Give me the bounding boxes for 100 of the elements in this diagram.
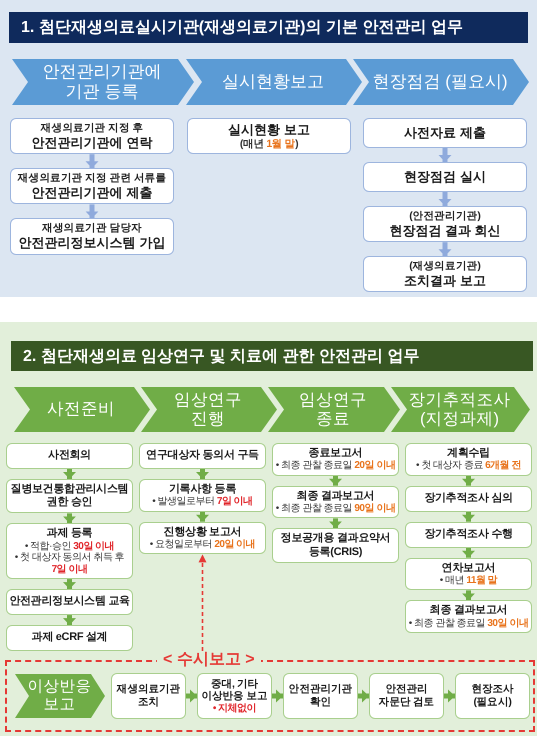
- arrow: [196, 512, 209, 522]
- step-box: [405, 558, 532, 590]
- step-box: [10, 118, 174, 154]
- section-header: 1. 첨단재생의료실시기관(재생의료기관)의 기본 안전관리 업무: [9, 12, 528, 43]
- step-box: [363, 118, 527, 148]
- step-box: [363, 256, 527, 292]
- step-title: 과제 등록: [46, 527, 92, 541]
- step-note: (매년 1월 말): [240, 138, 298, 150]
- arrow: [462, 476, 475, 486]
- step-box: [10, 168, 174, 204]
- step-note: • 최종 관찰 종료일 20일 이내: [276, 460, 396, 472]
- step-box: [139, 522, 266, 554]
- step-box: [283, 673, 358, 719]
- step-note: • 요청일로부터 20일 이내: [150, 538, 256, 550]
- group-title: < 수시보고 >: [157, 651, 261, 669]
- arrow: [462, 590, 475, 600]
- chevron-step: [186, 59, 362, 105]
- chevron-step: [12, 59, 194, 105]
- step-box: [272, 486, 399, 518]
- arrow: [329, 476, 342, 486]
- step-title: 실시현황 보고: [228, 122, 310, 138]
- arrow: [438, 192, 452, 206]
- step-title: 안전관리 자문단 검토: [378, 683, 436, 709]
- chevron-step: [391, 387, 530, 432]
- step-title: 안전관리기관에 연락: [32, 134, 152, 150]
- step-title: 질병보건통합관리시스템 권한 승인: [10, 483, 130, 510]
- arrow: [196, 469, 209, 479]
- step-title: 연구대상자 동의서 구득: [146, 449, 259, 463]
- step-note: • 첫 대상자 동의서 취득 후 7일 이내: [14, 552, 126, 576]
- step-note: • 최종 관찰 종료일 30일 이내: [408, 618, 528, 630]
- step-subtitle: (재생의료기관): [409, 260, 481, 273]
- arrow: [86, 204, 98, 218]
- step-title: 안전관리기관 확인: [288, 683, 354, 709]
- step-title: 안전관리정보시스템 교육: [9, 595, 130, 609]
- step-subtitle: (안전관리기관): [409, 210, 481, 223]
- arrow: [444, 690, 455, 702]
- arrow: [63, 513, 76, 524]
- step-title: 최종 결과보고서: [430, 604, 508, 618]
- arrow: [63, 615, 76, 626]
- step-box: [139, 443, 266, 469]
- step-title: 중대, 기타 이상반응 보고: [200, 678, 269, 703]
- step-title: 현장조사 (필요시): [470, 683, 515, 709]
- arrow: [329, 518, 342, 528]
- step-box: [187, 118, 351, 154]
- step-note: • 적합·승인 30일 이내: [24, 540, 114, 552]
- step-box: [6, 523, 133, 580]
- step-title: 과제 eCRF 설계: [32, 631, 108, 645]
- step-box: [405, 522, 532, 548]
- step-label: 임상연구 종료: [298, 390, 368, 428]
- dashed-arrow: [198, 554, 206, 651]
- step-box: [272, 528, 399, 563]
- step-label: 안전관리기관에 기관 등록: [42, 62, 162, 102]
- arrow: [272, 690, 283, 702]
- chevron-step: [14, 387, 150, 432]
- step-box: [405, 486, 532, 512]
- step-title: 현장점검 실시: [404, 169, 486, 185]
- step-label: 임상연구 진행: [173, 390, 243, 428]
- step-label: 실시현황보고: [222, 72, 324, 92]
- step-title: 사전회의: [48, 449, 91, 463]
- step-title: 장기추적조사 심의: [424, 492, 513, 506]
- step-box: [139, 479, 266, 512]
- step-box: [455, 673, 530, 719]
- arrow: [438, 242, 452, 256]
- step-title: 조치결과 보고: [404, 272, 486, 288]
- arrow: [438, 148, 452, 162]
- step-box: [197, 673, 272, 719]
- step-box: [405, 443, 532, 476]
- arrow: [358, 690, 369, 702]
- arrow: [86, 154, 98, 168]
- step-box: [363, 162, 527, 192]
- step-box: [405, 600, 532, 634]
- step-box: [6, 443, 133, 469]
- step-note: • 최종 관찰 종료일 90일 이내: [276, 502, 396, 514]
- step-title: 진행상황 보고서: [164, 526, 242, 539]
- arrow: [63, 469, 76, 479]
- step-title: 현장점검 결과 회신: [389, 222, 501, 238]
- step-label: 현장점검 (필요시): [372, 72, 508, 92]
- arrow: [186, 690, 197, 702]
- step-label: 장기추적조사 (지정과제): [408, 390, 512, 428]
- step-title: 사전자료 제출: [404, 125, 486, 141]
- step-title: 장기추적조사 수행: [424, 528, 513, 542]
- step-box: [6, 625, 133, 652]
- step-box: [10, 218, 174, 255]
- step-subtitle: 재생의료기관 지정 관련 서류를: [18, 172, 166, 185]
- step-title: 종료보고서: [308, 447, 362, 460]
- arrow: [462, 548, 475, 558]
- step-note: • 매년 11월 말: [440, 574, 498, 586]
- chevron-step: [268, 387, 400, 432]
- arrow: [462, 512, 475, 522]
- step-note: • 첫 대상자 종료 6개월 전: [416, 460, 521, 472]
- step-label: 사전준비: [47, 400, 115, 419]
- step-title: 기록사항 등록: [169, 483, 236, 496]
- step-title: 안전관리기관에 제출: [32, 184, 152, 200]
- step-box: [111, 673, 186, 719]
- step-title: 정보공개용 결과요약서 등록(CRIS): [280, 532, 392, 559]
- step-title: 연차보고서: [442, 562, 496, 575]
- chevron-step: [141, 387, 277, 432]
- arrow: [63, 579, 76, 590]
- step-subtitle: 재생의료기관 담당자: [42, 222, 142, 235]
- step-title: 최종 결과보고서: [296, 490, 374, 503]
